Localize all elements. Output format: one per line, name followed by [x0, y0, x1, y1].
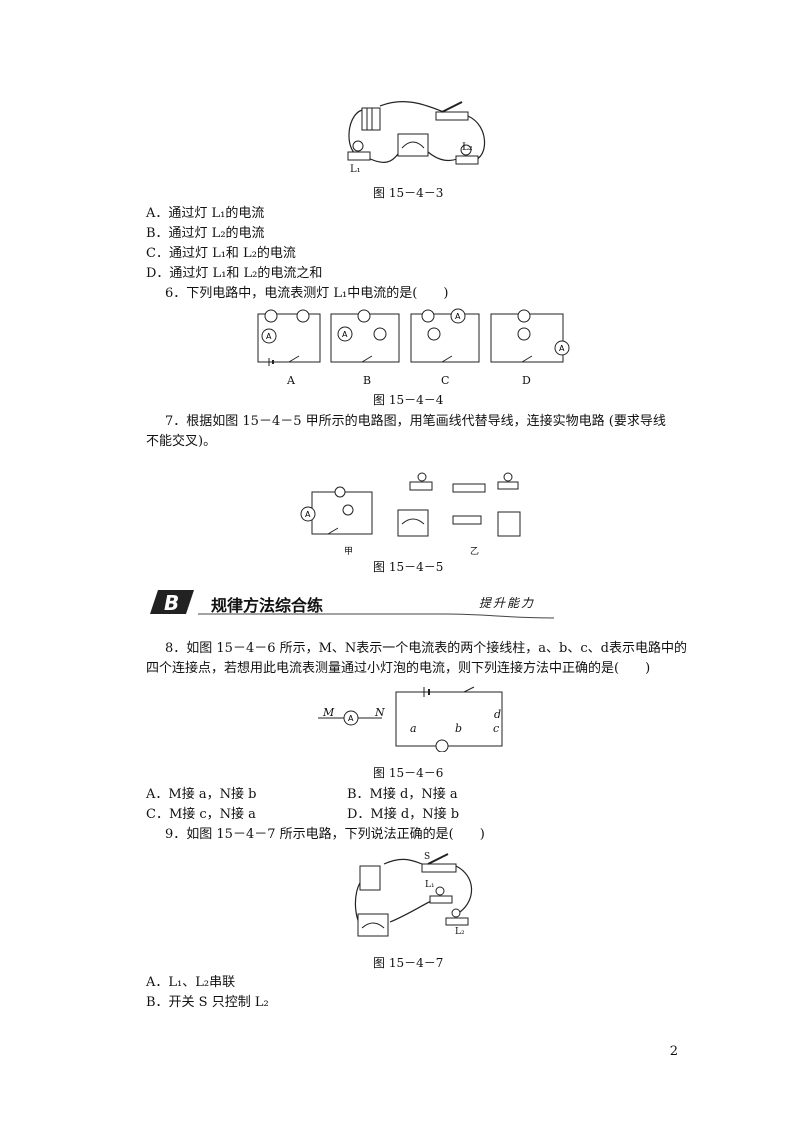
figure-15-4-5: A — [300, 472, 521, 537]
figure-caption: 图 15－4－5 — [373, 560, 444, 574]
q5-option-b: B．通过灯 L₂的电流 — [146, 226, 265, 241]
q5-option-d: D．通过灯 L₁和 L₂的电流之和 — [146, 266, 323, 281]
fig5-yi: 乙 — [470, 547, 480, 557]
svg-text:A: A — [342, 330, 348, 339]
svg-text:A: A — [559, 344, 565, 353]
figure-caption: 图 15－4－3 — [373, 186, 444, 200]
figure-15-4-3 — [347, 101, 486, 165]
fig6-d: d — [494, 708, 502, 721]
figure-15-4-6: A — [318, 686, 503, 752]
q8-option-a: A．M接 a，N接 b — [146, 787, 257, 802]
svg-text:A: A — [348, 714, 354, 723]
question-9: 9．如图 15－4－7 所示电路，下列说法正确的是( ) — [165, 827, 485, 842]
fig4-sub-a: A — [287, 374, 295, 387]
q9-option-b: B．开关 S 只控制 L₂ — [146, 995, 269, 1010]
fig6-b: b — [455, 722, 463, 735]
question-7-line-2: 不能交叉)。 — [146, 434, 217, 449]
question-8-line-2: 四个连接点，若想用此电流表测量通过小灯泡的电流，则下列连接方法中正确的是( ) — [146, 661, 651, 676]
figure-15-4-4: A A A A — [257, 308, 570, 366]
q8-option-c: C．M接 c，N接 a — [146, 807, 256, 822]
fig6-n: N — [375, 706, 385, 719]
q5-option-a: A．通过灯 L₁的电流 — [146, 206, 265, 221]
figure-15-4-7 — [354, 853, 473, 937]
question-8-line-1: 8．如图 15－4－6 所示，M、N表示一个电流表的两个接线柱，a、b、c、d表… — [165, 641, 687, 656]
fig7-l1: L₁ — [425, 880, 435, 890]
figure-caption: 图 15－4－7 — [373, 956, 444, 970]
q8-option-d: D．M接 d，N接 b — [347, 807, 460, 822]
q8-option-b: B．M接 d，N接 a — [347, 787, 458, 802]
svg-text:B: B — [164, 591, 179, 615]
section-banner: B — [150, 590, 555, 619]
fig5-jia: 甲 — [344, 547, 354, 557]
q5-option-c: C．通过灯 L₁和 L₂的电流 — [146, 246, 296, 261]
fig6-m: M — [323, 706, 335, 719]
fig4-sub-d: D — [522, 374, 531, 387]
fig7-l2: L₂ — [455, 927, 465, 937]
svg-text:A: A — [455, 312, 461, 321]
fig4-sub-c: C — [441, 374, 450, 387]
figure-caption: 图 15－4－6 — [373, 766, 444, 780]
fig6-a: a — [410, 722, 417, 735]
svg-text:A: A — [305, 510, 311, 519]
figure-caption: 图 15－4－4 — [373, 393, 444, 407]
fig6-c: c — [493, 722, 500, 735]
section-title: 规律方法综合练 — [211, 596, 324, 615]
section-tag: 提升能力 — [479, 596, 536, 610]
fig3-label-l1: L₁ — [350, 164, 361, 175]
q9-option-a: A．L₁、L₂串联 — [146, 975, 236, 990]
fig7-s: S — [424, 852, 431, 862]
fig3-label-l2: L₂ — [462, 142, 473, 153]
question-7-line-1: 7．根据如图 15－4－5 甲所示的电路图，用笔画线代替导线，连接实物电路 (要… — [165, 414, 666, 429]
question-6: 6．下列电路中，电流表测灯 L₁中电流的是( ) — [165, 286, 449, 301]
svg-text:A: A — [266, 332, 272, 341]
page-number: 2 — [669, 1044, 678, 1059]
fig4-sub-b: B — [363, 374, 372, 387]
